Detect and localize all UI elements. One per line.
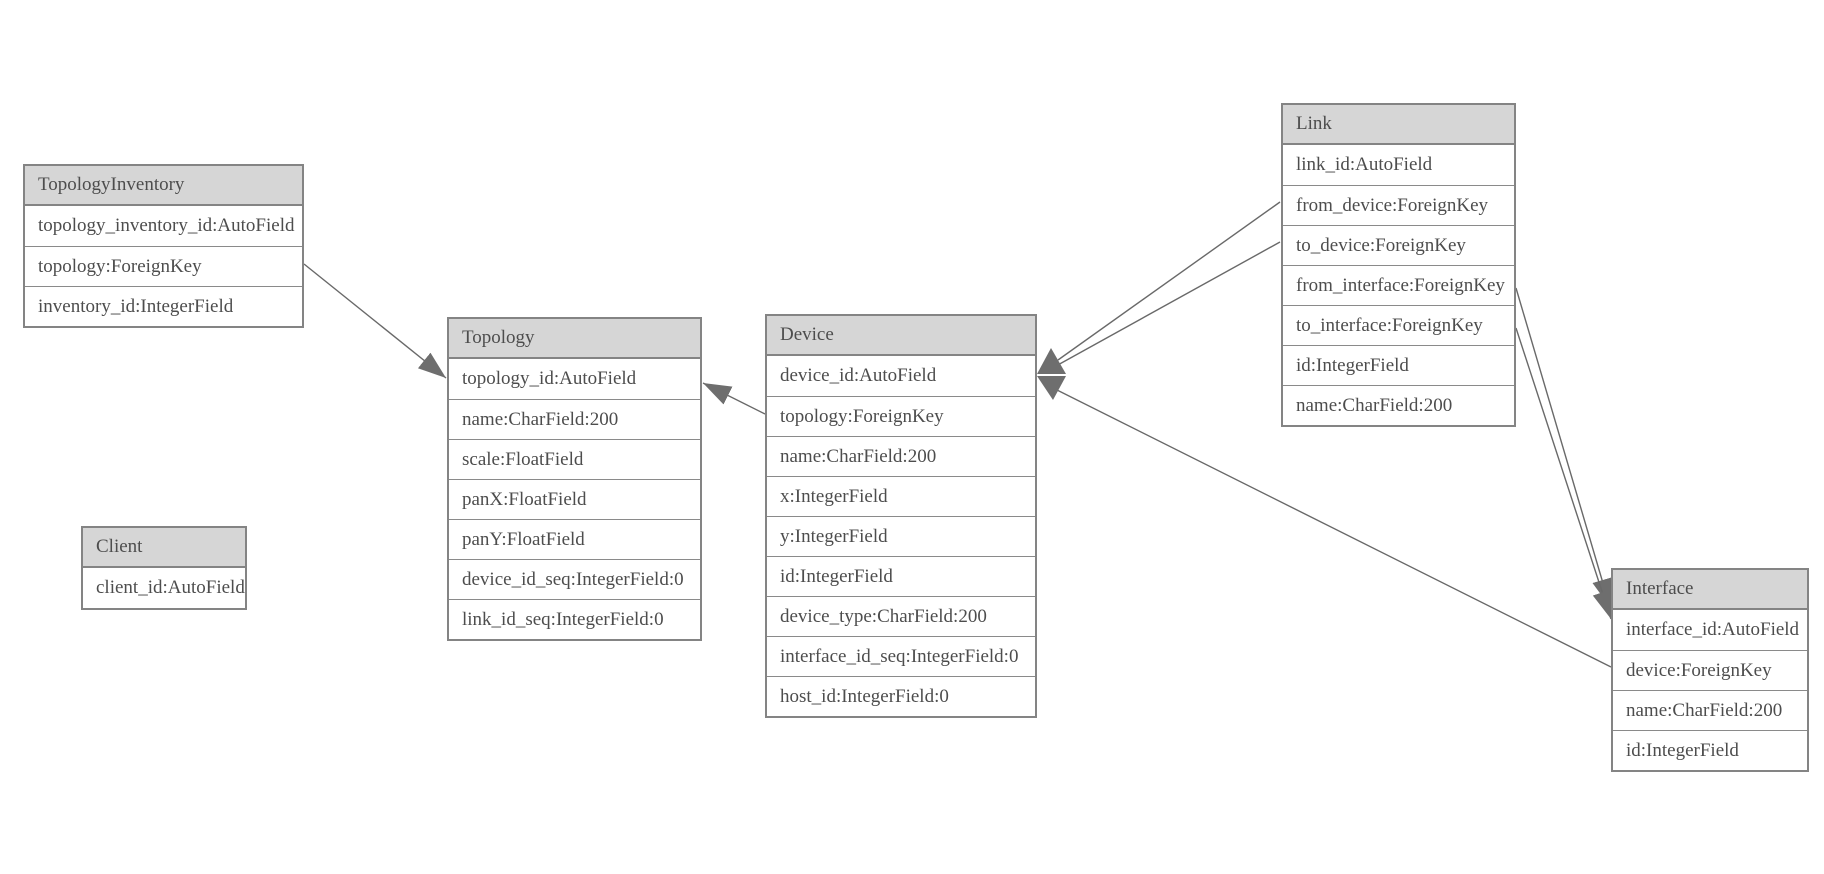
entity-field-row: client_id:AutoField xyxy=(96,577,245,598)
entity-field-row: device_id:AutoField xyxy=(780,365,937,386)
entity-field-row: name:CharField:200 xyxy=(767,436,1035,476)
entity-device-title: Device xyxy=(767,316,1035,356)
edge-link-to-interface-to-interface xyxy=(1515,327,1612,620)
entity-field-row: panX:FloatField xyxy=(449,479,700,519)
entity-topologyinventory: TopologyInventory topology_inventory_id:… xyxy=(23,164,304,328)
entity-interface: Interface interface_id:AutoField device:… xyxy=(1611,568,1809,772)
entity-field-row: name:CharField:200 xyxy=(1283,385,1514,425)
entity-topologyinventory-title: TopologyInventory xyxy=(25,166,302,206)
entity-field-row: topology_id:AutoField xyxy=(462,368,637,389)
entity-field-row: scale:FloatField xyxy=(449,439,700,479)
entity-field-row: interface_id:AutoField xyxy=(1626,619,1800,640)
entity-client: Client client_id:AutoField xyxy=(81,526,247,610)
edge-link-to-device-to-device xyxy=(1055,241,1281,367)
entity-field-row: id:IntegerField xyxy=(767,556,1035,596)
entity-field-row: device_type:CharField:200 xyxy=(767,596,1035,636)
entity-field-row: topology:ForeignKey xyxy=(767,396,1035,436)
entity-device: Device device_id:AutoField topology:Fore… xyxy=(765,314,1037,718)
edge-topologyinventory-topology-to-topology xyxy=(303,263,447,379)
entity-topology: Topology topology_id:AutoField name:Char… xyxy=(447,317,702,641)
entity-field-row: interface_id_seq:IntegerField:0 xyxy=(767,636,1035,676)
entity-field-row: panY:FloatField xyxy=(449,519,700,559)
entity-field-row: device:ForeignKey xyxy=(1613,650,1807,690)
entity-field-row: topology:ForeignKey xyxy=(25,246,302,286)
entity-field-row: id:IntegerField xyxy=(1283,345,1514,385)
entity-field-row: from_device:ForeignKey xyxy=(1283,185,1514,225)
entity-field-row: to_interface:ForeignKey xyxy=(1283,305,1514,345)
entity-field-row: link_id:AutoField xyxy=(1296,154,1433,175)
entity-field-row: id:IntegerField xyxy=(1613,730,1807,770)
entity-field-row: host_id:IntegerField:0 xyxy=(767,676,1035,716)
edge-link-from-interface-to-interface xyxy=(1515,287,1612,608)
entity-field-row: inventory_id:IntegerField xyxy=(25,286,302,326)
entity-topology-title: Topology xyxy=(449,319,700,359)
entity-field-row: x:IntegerField xyxy=(767,476,1035,516)
entity-field-row: y:IntegerField xyxy=(767,516,1035,556)
edge-device-topology-to-topology xyxy=(702,382,766,415)
edge-interface-device-to-device xyxy=(1056,389,1612,668)
arrowhead-at-device-lower-icon xyxy=(1037,376,1066,400)
entity-interface-title: Interface xyxy=(1613,570,1807,610)
entity-field-row: topology_inventory_id:AutoField xyxy=(38,215,295,236)
entity-field-row: name:CharField:200 xyxy=(449,399,700,439)
entity-field-row: name:CharField:200 xyxy=(1613,690,1807,730)
entity-field-row: from_interface:ForeignKey xyxy=(1283,265,1514,305)
entity-field-row: link_id_seq:IntegerField:0 xyxy=(449,599,700,639)
arrowhead-at-device-upper-icon xyxy=(1037,348,1066,374)
entity-link-title: Link xyxy=(1283,105,1514,145)
entity-link: Link link_id:AutoField from_device:Forei… xyxy=(1281,103,1516,427)
entity-field-row: device_id_seq:IntegerField:0 xyxy=(449,559,700,599)
entity-client-title: Client xyxy=(83,528,245,568)
edge-link-from-device-to-device xyxy=(1057,201,1281,361)
entity-field-row: to_device:ForeignKey xyxy=(1283,225,1514,265)
